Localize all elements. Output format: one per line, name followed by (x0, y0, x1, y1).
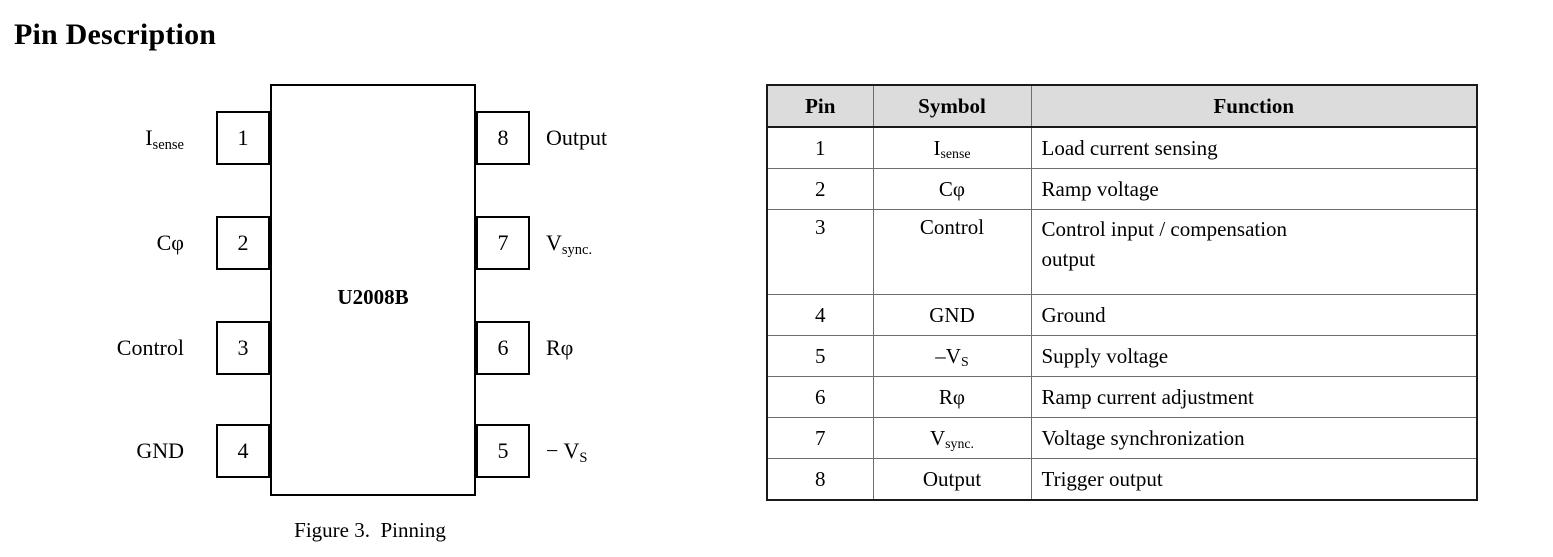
cell-function: Ramp voltage (1030, 168, 1478, 210)
pin-label-left-2: Cφ (0, 216, 200, 270)
table-row: 7 Vsync. Voltage synchronization (766, 417, 1478, 459)
cell-function: Load current sensing (1030, 126, 1478, 169)
pin-label-left-1: Isense (0, 111, 200, 165)
cell-symbol-main: Rφ (938, 384, 966, 409)
pin-box-5: 5 (476, 424, 530, 478)
cell-function: Supply voltage (1030, 335, 1478, 377)
cell-function: Voltage synchronization (1030, 417, 1478, 459)
cell-pin: 4 (766, 294, 874, 336)
pin-box-6: 6 (476, 321, 530, 375)
cell-pin: 5 (766, 335, 874, 377)
pin-label-right-7: Vsync. (546, 216, 592, 270)
pin-label-left-1-main: I (145, 125, 153, 150)
table-row: 2 Cφ Ramp voltage (766, 168, 1478, 210)
column-header-symbol: Symbol (872, 84, 1032, 128)
cell-pin: 8 (766, 458, 874, 501)
cell-pin: 7 (766, 417, 874, 459)
cell-symbol: GND (872, 294, 1032, 336)
table-row: 8 Output Trigger output (766, 458, 1478, 501)
pinning-figure: U2008B Isense Cφ Control GND 1 2 3 4 8 7… (0, 70, 700, 557)
cell-pin: 3 (766, 209, 874, 295)
pin-label-left-2-main: Cφ (156, 230, 184, 255)
pin-description-table-wrapper: Pin Symbol Function 1 Isense Load curren… (766, 84, 1478, 501)
figure-caption: Figure 3. Pinning (294, 518, 446, 542)
cell-pin: 1 (766, 126, 874, 169)
cell-function-line1: Control input / compensation (1041, 217, 1288, 241)
pin-label-left-3-main: Control (116, 335, 184, 360)
table-row: 1 Isense Load current sensing (766, 126, 1478, 169)
cell-symbol: Cφ (872, 168, 1032, 210)
pin-box-8: 8 (476, 111, 530, 165)
pin-box-3: 3 (216, 321, 270, 375)
pin-label-right-5: − VS (546, 424, 587, 478)
table-row: 5 –VS Supply voltage (766, 335, 1478, 377)
cell-function-line2: output (1041, 246, 1096, 271)
cell-pin: 6 (766, 376, 874, 418)
cell-symbol: Control (872, 209, 1032, 295)
cell-function: Ground (1030, 294, 1478, 336)
cell-symbol-sub: sense (940, 146, 971, 162)
cell-symbol-main: V (929, 425, 946, 450)
cell-function-line1: Supply voltage (1041, 343, 1169, 368)
pin-box-4: 4 (216, 424, 270, 478)
pin-label-right-8-main: Output (546, 125, 608, 150)
table-header-row: Pin Symbol Function (766, 84, 1478, 128)
cell-function-line1: Ramp current adjustment (1041, 384, 1254, 409)
cell-function: Ramp current adjustment (1030, 376, 1478, 418)
cell-symbol-main: Control (919, 215, 985, 239)
cell-symbol: Rφ (872, 376, 1032, 418)
column-header-function: Function (1030, 84, 1478, 128)
cell-function-line1: Load current sensing (1041, 135, 1218, 160)
cell-symbol-main: Cφ (938, 176, 966, 201)
chip-body-outline (270, 84, 476, 496)
cell-symbol: Vsync. (872, 417, 1032, 459)
cell-symbol-main: –V (935, 343, 961, 368)
table-row: 4 GND Ground (766, 294, 1478, 336)
cell-symbol: –VS (872, 335, 1032, 377)
cell-symbol-main: GND (929, 302, 975, 327)
cell-function-line1: Ramp voltage (1041, 176, 1159, 201)
cell-symbol-sub: S (960, 354, 969, 370)
table-row: 3 Control Control input / compensation ou… (766, 209, 1478, 295)
cell-function: Control input / compensation output (1030, 209, 1478, 295)
pin-label-right-6: Rφ (546, 321, 573, 375)
cell-function-line1: Trigger output (1041, 466, 1163, 491)
pin-label-right-7-main: V (546, 230, 562, 255)
pin-label-right-5-main: − V (546, 438, 580, 463)
cell-symbol: Output (872, 458, 1032, 501)
pin-label-left-3: Control (0, 321, 200, 375)
pin-label-left-4: GND (0, 424, 200, 478)
cell-symbol-main: I (933, 135, 941, 160)
pin-label-right-6-main: Rφ (546, 335, 574, 360)
pin-label-right-7-sub: sync. (561, 242, 593, 259)
cell-function-line1: Ground (1041, 302, 1106, 327)
pin-box-2: 2 (216, 216, 270, 270)
pin-box-7: 7 (476, 216, 530, 270)
chip-part-number-label: U2008B (337, 285, 409, 309)
cell-function: Trigger output (1030, 458, 1478, 501)
pin-label-right-8: Output (546, 111, 607, 165)
cell-function-line1: Voltage synchronization (1041, 425, 1245, 450)
pin-label-right-5-sub: S (579, 450, 588, 467)
cell-symbol: Isense (872, 126, 1032, 169)
pin-label-left-4-main: GND (136, 438, 184, 463)
table-row: 6 Rφ Ramp current adjustment (766, 376, 1478, 418)
pin-description-table: Pin Symbol Function 1 Isense Load curren… (766, 84, 1478, 501)
cell-symbol-main: Output (922, 466, 982, 491)
cell-symbol-sub: sync. (945, 436, 975, 452)
pin-box-1: 1 (216, 111, 270, 165)
page-title: Pin Description (14, 18, 217, 51)
column-header-pin: Pin (766, 84, 874, 128)
cell-pin: 2 (766, 168, 874, 210)
pin-label-left-1-sub: sense (152, 137, 184, 154)
